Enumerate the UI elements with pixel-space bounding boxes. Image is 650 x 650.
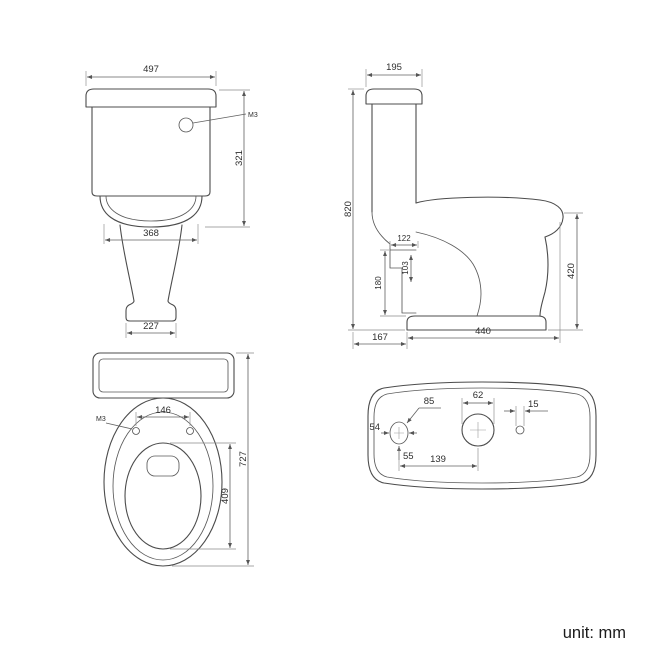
dim-plan-overall-depth-value: 727 (238, 451, 249, 467)
front-pedestal-left-outline (119, 224, 135, 302)
dim-side-cistern-depth: 195 (365, 62, 423, 87)
dim-side-rear-projection: 167 (352, 332, 408, 349)
front-seat-inner-outline (105, 195, 197, 222)
plan-button-callout: M3 (96, 416, 133, 430)
dim-lid-left-hole-note: 85 (406, 396, 441, 424)
side-view: 195 820 122 103 180 (343, 62, 583, 349)
front-cistern-tank-outline (91, 106, 211, 197)
dim-front-base-width: 227 (125, 321, 177, 338)
lid-inner-outline (373, 387, 591, 484)
dim-lid-small-hole-value: 15 (528, 399, 539, 410)
dim-lid-left-hole-drop-value: 55 (403, 451, 414, 462)
dim-front-seat-width-value: 368 (143, 228, 159, 239)
plan-flush-inlet-outline (146, 455, 180, 477)
side-bowl-front-outline (539, 236, 549, 317)
side-base-outline (406, 315, 547, 331)
dim-lid-hole-centres-value: 139 (430, 454, 446, 465)
plan-seat-outer-outline (103, 397, 223, 567)
dim-side-outlet-width: 122 (389, 234, 419, 248)
plan-hinge-right (186, 427, 194, 435)
dim-front-overall-width-value: 497 (143, 64, 159, 75)
dim-side-seat-height: 420 (548, 212, 583, 331)
front-base-outline (125, 300, 177, 322)
front-pedestal-right-outline (167, 224, 183, 302)
lid-small-hole (515, 425, 525, 435)
dim-front-seat-width: 368 (103, 224, 199, 244)
unit-label: unit: mm (562, 624, 626, 642)
front-view: 497 321 368 227 M3 (85, 64, 258, 338)
dim-front-overall-width: 497 (85, 64, 217, 86)
dim-front-cistern-height-value: 321 (234, 150, 245, 166)
dim-lid-left-hole-width: 54 (369, 422, 417, 435)
lid-flush-hole-centermark (470, 422, 486, 438)
dim-plan-hinge-centres-value: 146 (155, 405, 171, 416)
dim-side-outlet-width-value: 122 (397, 234, 411, 243)
lid-flush-hole (461, 413, 495, 447)
dim-side-rear-projection-value: 167 (372, 332, 388, 343)
plan-button-label: M3 (96, 416, 106, 423)
dim-side-pan-depth: 440 (408, 222, 561, 343)
dim-lid-left-hole-width-value: 54 (369, 422, 380, 433)
dim-lid-hole-centres: 139 (398, 447, 479, 471)
plan-view: 146 M3 727 409 (92, 352, 254, 567)
side-bowl-underside-outline (415, 231, 482, 317)
plan-cistern-outer-outline (92, 352, 235, 399)
plan-cistern-inner-outline (98, 358, 229, 393)
front-flush-button (178, 117, 194, 133)
plan-hinge-left (132, 427, 140, 435)
side-outlet-upper-outline (389, 249, 417, 269)
dim-plan-hinge-centres: 146 (135, 405, 191, 426)
dim-side-overall-height-value: 820 (343, 201, 354, 217)
side-cistern-lid-outline (365, 88, 423, 105)
dim-lid-left-hole-drop: 55 (397, 446, 414, 462)
dim-plan-overall-depth: 727 (172, 352, 254, 567)
plan-seat-ring-outline (112, 411, 214, 561)
front-button-label: M3 (248, 112, 258, 119)
lid-outer-outline (367, 381, 597, 490)
side-outlet-lower-outline (401, 267, 417, 314)
dim-side-outlet-height-value: 180 (374, 276, 383, 290)
front-seat-outer-outline (99, 195, 203, 228)
side-back-transition-outline (371, 211, 391, 251)
dim-side-outlet-drop: 103 (401, 255, 413, 282)
plan-bowl-opening-outline (124, 442, 202, 550)
front-cistern-lid-outline (85, 88, 217, 108)
dim-side-seat-height-value: 420 (566, 263, 577, 279)
dim-lid-flush-hole: 62 (461, 390, 495, 424)
dim-front-cistern-height: 321 (205, 89, 250, 228)
front-button-callout: M3 (192, 112, 258, 124)
dim-side-cistern-depth-value: 195 (386, 62, 402, 73)
dim-lid-left-hole-note-value: 85 (424, 396, 435, 407)
dim-plan-bowl-opening: 409 (170, 442, 236, 550)
side-seat-outline (415, 196, 564, 238)
dim-side-outlet-height: 180 (374, 249, 406, 317)
dim-side-pan-depth-value: 440 (475, 326, 491, 337)
lid-left-hole (389, 421, 409, 445)
dim-side-outlet-drop-value: 103 (401, 261, 410, 275)
dim-side-overall-height: 820 (343, 88, 405, 331)
dim-plan-bowl-opening-value: 409 (220, 488, 231, 504)
dim-lid-small-hole: 15 (504, 399, 548, 426)
dim-front-base-width-value: 227 (143, 321, 159, 332)
dim-lid-flush-hole-value: 62 (473, 390, 484, 401)
lid-view: 62 15 85 54 55 139 (367, 381, 597, 490)
lid-left-hole-centermark (394, 427, 404, 439)
